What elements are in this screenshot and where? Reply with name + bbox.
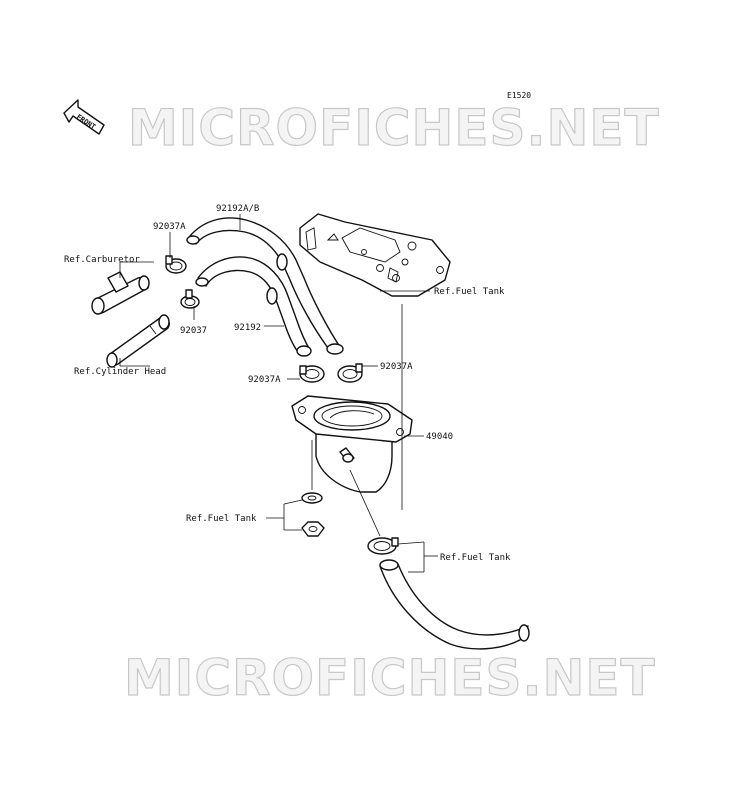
label-ref-carburetor: Ref.Carburetor bbox=[64, 255, 140, 265]
watermark-bottom: MICROFICHES.NET bbox=[124, 649, 656, 707]
label-92192ab: 92192A/B bbox=[216, 204, 259, 214]
carburetor-fitting bbox=[91, 271, 150, 315]
diagram-code: E1520 bbox=[507, 91, 531, 100]
label-92037a-left: 92037A bbox=[248, 375, 281, 385]
label-49040: 49040 bbox=[426, 432, 453, 442]
washer bbox=[301, 492, 323, 504]
label-ref-fuel-tank-top: Ref.Fuel Tank bbox=[434, 287, 505, 297]
clamp-92037a-left bbox=[299, 365, 325, 383]
label-ref-fuel-tank-left: Ref.Fuel Tank bbox=[186, 514, 257, 524]
clamp-92037 bbox=[180, 289, 200, 309]
fuel-pump-49040 bbox=[291, 395, 413, 493]
cylinder-head-fitting bbox=[106, 314, 170, 368]
hose-bottom bbox=[379, 559, 530, 650]
label-92037a-right: 92037A bbox=[380, 362, 413, 372]
clamp-92037a-right bbox=[337, 363, 363, 383]
watermark-top: MICROFICHES.NET bbox=[128, 99, 660, 157]
label-92192: 92192 bbox=[234, 323, 261, 333]
leader-lines bbox=[119, 214, 438, 573]
fuel-tank-bracket bbox=[299, 213, 451, 297]
label-ref-fuel-tank-right: Ref.Fuel Tank bbox=[440, 553, 511, 563]
front-arrow-icon: FRONT bbox=[63, 99, 105, 135]
hose-92192 bbox=[195, 256, 312, 357]
label-92037a-top: 92037A bbox=[153, 222, 186, 232]
nut bbox=[301, 521, 325, 537]
clamp-bottom bbox=[367, 537, 399, 555]
clamp-92037a-top bbox=[165, 255, 187, 274]
label-ref-cylinder-head: Ref.Cylinder Head bbox=[74, 367, 166, 377]
hose-92192ab bbox=[186, 217, 344, 355]
label-92037: 92037 bbox=[180, 326, 207, 336]
